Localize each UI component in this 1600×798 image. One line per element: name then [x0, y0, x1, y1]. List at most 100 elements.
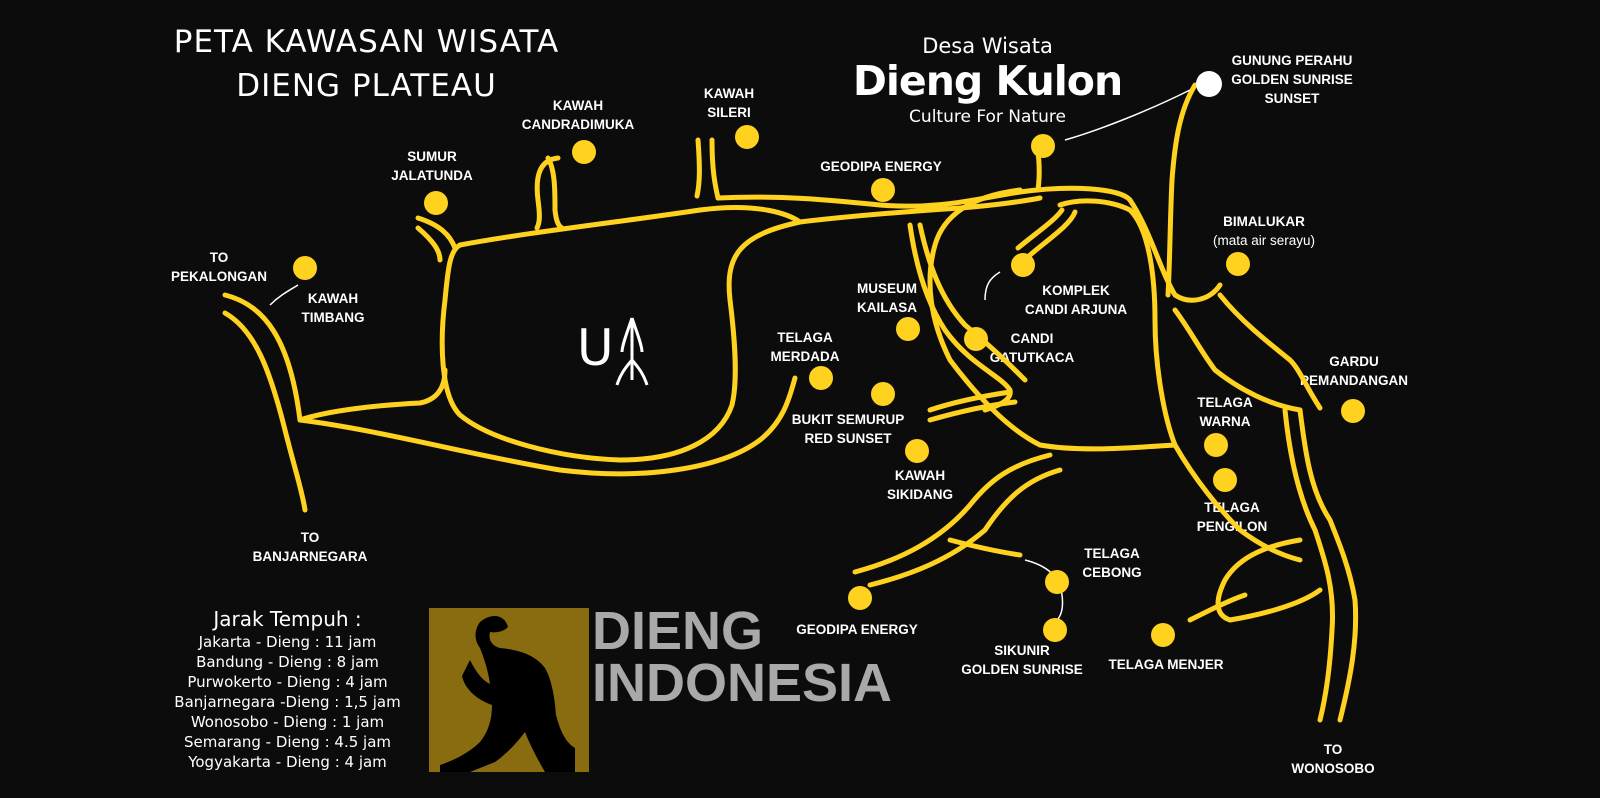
poi-dot-gardu-pemandangan: [1341, 399, 1365, 423]
poi-dot-telaga-menjer: [1151, 623, 1175, 647]
poi-dot-gunung-perahu: [1196, 71, 1222, 97]
travel-time-panel: Jarak Tempuh : Jakarta - Dieng : 11 jam …: [160, 606, 415, 772]
travel-time-item: Semarang - Dieng : 4.5 jam: [183, 733, 392, 751]
road-sumur-jalatunda: [415, 215, 458, 251]
label-komplek-candi-arjuna: KOMPLEK CANDI ARJUNA: [1024, 283, 1128, 317]
poi-dot-kawah-sikidang: [905, 439, 929, 463]
road-north-trunk-2: [797, 195, 1043, 225]
road-arjuna-inner-2: [1027, 209, 1078, 258]
label-to-banjarnegara: TO BANJARNEGARA: [252, 530, 368, 564]
label-telaga-menjer: TELAGA MENJER: [1108, 657, 1224, 672]
road-east-1: [1127, 197, 1223, 303]
label-kawah-timbang: KAWAH TIMBANG: [301, 291, 365, 325]
road-candradimuka-2: [545, 155, 565, 231]
poi-dot-telaga-pengilon: [1213, 468, 1237, 492]
label-bimalukar-sub: (mata air serayu): [1212, 233, 1316, 248]
road-sileri: [709, 137, 721, 201]
logo-top-text: Desa Wisata: [922, 34, 1053, 58]
brand-line1: DIENG: [592, 601, 764, 661]
road-menjer-loop: [1215, 537, 1323, 623]
logo-tagline: Culture For Nature: [909, 107, 1066, 127]
logo-main-text: Dieng Kulon: [852, 57, 1123, 105]
travel-time-item: Purwokerto - Dieng : 4 jam: [187, 673, 388, 691]
poi-dot-sikunir: [1043, 618, 1067, 642]
road-sikidang: [927, 389, 1013, 413]
label-geodipa-energy-north: GEODIPA ENERGY: [820, 159, 942, 174]
poi-dot-kawah-sileri: [735, 125, 759, 149]
label-sikunir: SIKUNIR GOLDEN SUNRISE: [961, 643, 1083, 677]
travel-time-item: Jakarta - Dieng : 11 jam: [198, 633, 377, 651]
connector-kawah-timbang: [269, 284, 299, 306]
connector-arjuna: [984, 271, 1001, 301]
north-arrow-icon: [615, 317, 649, 386]
road-east-south: [1297, 407, 1359, 723]
road-east-2: [1172, 307, 1303, 413]
label-telaga-merdada: TELAGA MERDADA: [770, 330, 840, 364]
label-gunung-perahu: GUNUNG PERAHU GOLDEN SUNRISE SUNSET: [1231, 53, 1353, 106]
road-west-link: [297, 367, 448, 423]
road-east-3: [1217, 292, 1323, 411]
road-menjer: [1187, 592, 1248, 623]
label-bimalukar: BIMALUKAR: [1223, 214, 1305, 229]
road-to-pekalongan-2: [222, 310, 308, 513]
label-kawah-sikidang: KAWAH SIKIDANG: [886, 468, 954, 502]
road-sileri-2: [694, 137, 702, 199]
road-south-geodipa: [852, 452, 1053, 575]
road-cebong: [947, 537, 1023, 558]
road-north-trunk: [715, 185, 1133, 209]
label-kawah-sileri: KAWAH SILERI: [703, 86, 755, 120]
hiker-silhouette-icon: [440, 615, 575, 772]
road-gunung-perahu: [1165, 82, 1198, 298]
map-title-line2: DIENG PLATEAU: [236, 68, 497, 104]
connector-gunung-perahu: [1064, 89, 1191, 141]
travel-time-item: Bandung - Dieng : 8 jam: [196, 653, 379, 671]
road-south-arc: [297, 375, 798, 477]
poi-dot-sumur-jalatunda: [424, 191, 448, 215]
label-to-wonosobo: TO WONOSOBO: [1291, 742, 1375, 776]
travel-time-item: Banjarnegara -Dieng : 1,5 jam: [174, 693, 401, 711]
road-arjuna-inner: [1015, 207, 1065, 251]
travel-time-item: Yogyakarta - Dieng : 4 jam: [188, 753, 387, 771]
label-telaga-warna: TELAGA WARNA: [1197, 395, 1253, 429]
travel-time-item: Wonosobo - Dieng : 1 jam: [190, 713, 385, 731]
label-gardu-pemandangan: GARDU PEMANDANGAN: [1300, 354, 1408, 388]
poi-dot-candi-gatutkaca: [964, 327, 988, 351]
poi-dot-museum-kailasa: [896, 317, 920, 341]
road-sikidang-2: [927, 399, 1018, 423]
brand-line2: INDONESIA: [592, 653, 893, 713]
poi-dot-bukit-semurup: [871, 382, 895, 406]
poi-dot-kawah-timbang: [293, 256, 317, 280]
map-title-line1: PETA KAWASAN WISATA: [173, 24, 560, 60]
poi-dot-gunung-perahu-junction: [1031, 134, 1055, 158]
connector-sikunir: [1024, 559, 1064, 623]
label-geodipa-energy-south: GEODIPA ENERGY: [796, 622, 918, 637]
brand-wordmark: DIENG INDONESIA: [592, 601, 893, 713]
road-south-geodipa-2: [867, 467, 1063, 588]
poi-dot-telaga-cebong: [1045, 570, 1069, 594]
label-kawah-candradimuka: KAWAH CANDRADIMUKA: [521, 98, 635, 132]
label-candi-gatutkaca: CANDI GATUTKACA: [989, 331, 1075, 365]
label-museum-kailasa: MUSEUM KAILASA: [857, 281, 917, 315]
compass-letter: U: [577, 319, 614, 377]
poi-dot-telaga-merdada: [809, 366, 833, 390]
road-east-link: [1172, 442, 1303, 563]
label-bukit-semurup: BUKIT SEMURUP RED SUNSET: [791, 412, 905, 446]
road-to-pekalongan: [222, 292, 303, 423]
poi-dot-geodipa-south: [848, 586, 872, 610]
map-title: PETA KAWASAN WISATA DIENG PLATEAU: [169, 20, 564, 108]
road-sumur-jalatunda-2: [415, 225, 443, 263]
label-to-pekalongan: TO PEKALONGAN: [170, 250, 268, 284]
poi-dot-telaga-warna: [1204, 433, 1228, 457]
road-candradimuka: [534, 155, 561, 231]
desa-wisata-logo: Desa Wisata Dieng Kulon Culture For Natu…: [850, 34, 1125, 130]
road-main-loop: [439, 205, 803, 463]
travel-time-title: Jarak Tempuh :: [213, 607, 362, 631]
road-arjuna-loop: [927, 187, 1178, 452]
road-east-south-2: [1282, 407, 1336, 723]
poi-dot-komplek-candi-arjuna: [1011, 253, 1035, 277]
poi-dot-bimalukar: [1226, 252, 1250, 276]
road-central-1: [907, 222, 1013, 413]
poi-dot-geodipa-north: [871, 178, 895, 202]
